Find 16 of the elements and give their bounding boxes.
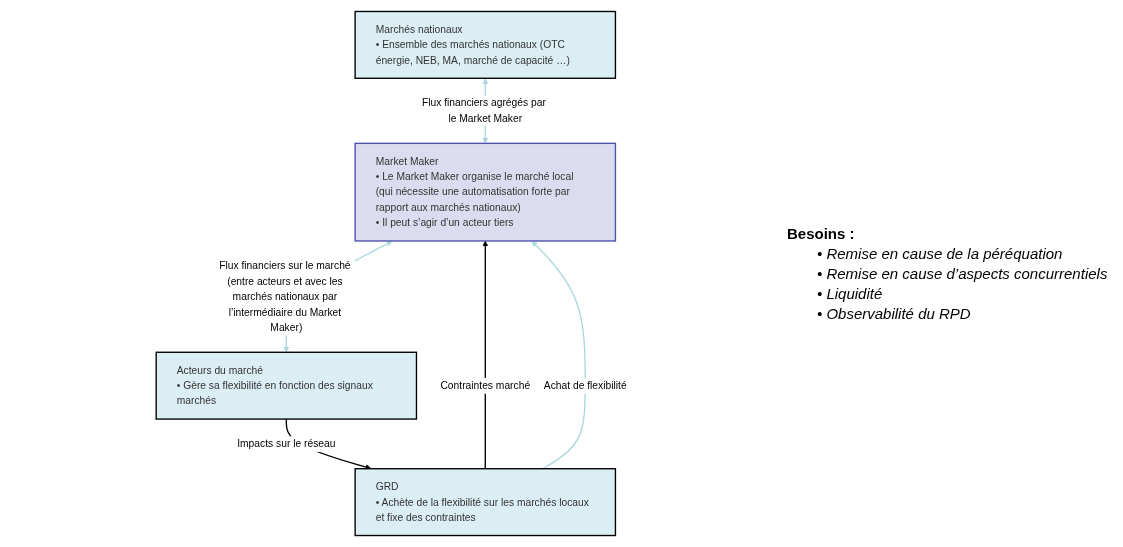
edge-label: Contraintes marché [440,379,531,391]
node-box: GRD • Achète de la flexibilité sur les marchés locaux et fixe des contraintes [354,468,617,537]
needs-heading: Besoins : [787,225,856,242]
node-box: Marchés nationaux • Ensemble des marchés nationaux (OTC énergie, NEB, MA, marché de capacité …) [354,10,617,79]
edge-label: Flux financiers sur le marché (entre acteurs et avec les marchés nationaux par l’intermédiaire du Market Maker) [219,259,351,333]
arrow [531,240,586,470]
edge-label: Flux financiers agrégés par le Market Maker [421,96,546,124]
edge-label: Achat de flexibilité [543,379,627,391]
node-box: Market Maker • Le Market Maker organise le marché local (qui nécessite une automatisation forte par rapport aux marchés nationaux) • Il peut s’agir d’un acteur tiers [354,142,617,242]
edge-label: Impacts sur le réseau [237,437,336,450]
needs-item: • Remise en cause de la péréquation [816,245,1064,262]
needs-item: • Remise en cause d’aspects concurrentiels [816,265,1109,282]
node-box: Acteurs du marché • Gère sa flexibilité en fonction des signaux marchés [155,351,418,420]
arrow [482,240,489,470]
needs-item: • Liquidité [816,285,884,302]
needs-item: • Observabilité du RPD [816,305,972,322]
